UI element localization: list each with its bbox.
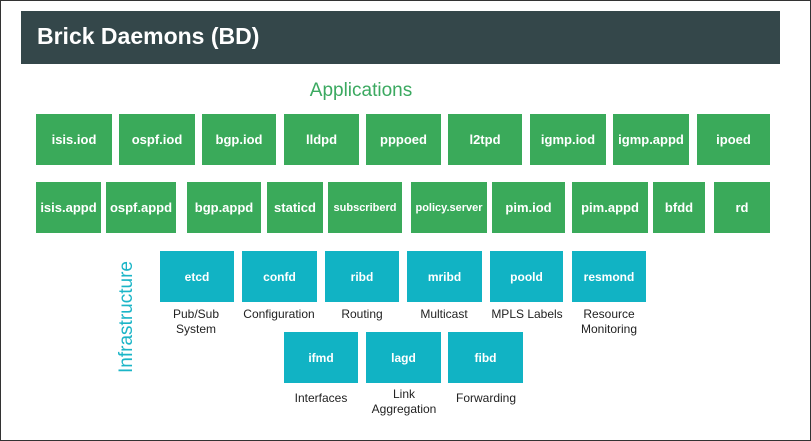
infra-poold: poold <box>490 251 563 302</box>
daemon-caption: Link <box>392 387 415 401</box>
slide-title: Brick Daemons (BD) <box>37 23 260 49</box>
daemon-caption: Routing <box>341 307 383 321</box>
app-policy-server: policy.server <box>411 182 487 233</box>
app-subscriberd: subscriberd <box>328 182 402 233</box>
applications-label: Applications <box>309 80 413 101</box>
daemon-caption: MPLS Labels <box>491 307 563 321</box>
daemon-caption: Resource <box>583 307 635 321</box>
infra-ifmd: ifmd <box>284 332 358 383</box>
daemon-caption: Multicast <box>420 307 468 321</box>
daemon-caption: Configuration <box>243 307 315 321</box>
app-ospf-iod: ospf.iod <box>119 114 195 165</box>
infra-resmond: resmond <box>572 251 646 302</box>
header-bar: Brick Daemons (BD) <box>21 11 780 64</box>
daemon-caption: Pub/Sub <box>172 307 220 321</box>
infra-fibd: fibd <box>448 332 523 383</box>
daemon-caption: System <box>175 322 216 336</box>
app-pppoed: pppoed <box>366 114 441 165</box>
app-lldpd: lldpd <box>284 114 359 165</box>
app-bgp-appd: bgp.appd <box>187 182 261 233</box>
app-isis-appd: isis.appd <box>36 182 101 233</box>
app-pim-iod: pim.iod <box>492 182 565 233</box>
app-rd: rd <box>714 182 770 233</box>
infra-lagd: lagd <box>366 332 441 383</box>
app-bfdd: bfdd <box>653 182 705 233</box>
infra-mribd: mribd <box>407 251 482 302</box>
app-ipoed: ipoed <box>697 114 770 165</box>
app-igmp-iod: igmp.iod <box>530 114 606 165</box>
app-isis-iod: isis.iod <box>36 114 112 165</box>
app-l2tpd: l2tpd <box>448 114 522 165</box>
app-staticd: staticd <box>267 182 323 233</box>
app-bgp-iod: bgp.iod <box>202 114 276 165</box>
infrastructure-label: Infrastructure <box>116 261 137 373</box>
app-igmp-appd: igmp.appd <box>613 114 689 165</box>
app-pim-appd: pim.appd <box>572 182 648 233</box>
infra-ribd: ribd <box>325 251 399 302</box>
daemon-caption: Aggregation <box>371 402 437 416</box>
infra-confd: confd <box>242 251 317 302</box>
infra-etcd: etcd <box>160 251 234 302</box>
app-ospf-appd: ospf.appd <box>106 182 176 233</box>
daemon-caption: Forwarding <box>455 391 517 405</box>
daemon-caption: Interfaces <box>294 391 348 405</box>
daemon-caption: Monitoring <box>580 322 638 336</box>
